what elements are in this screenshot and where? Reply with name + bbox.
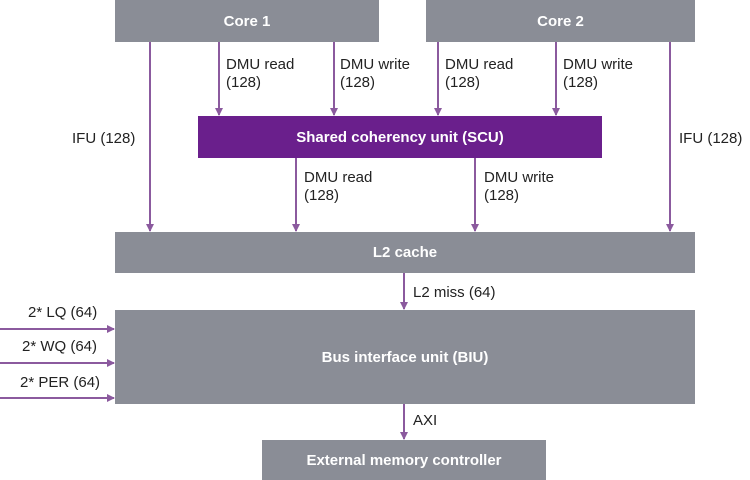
core2-read-label: DMU read(128) <box>445 56 514 91</box>
l2-cache-block: L2 cache <box>115 232 695 273</box>
ifu-left-label: IFU (128) <box>72 130 136 147</box>
per-label: 2* PER (64) <box>20 374 101 391</box>
core2-label: Core 2 <box>537 12 584 30</box>
core2-write-label: DMU write(128) <box>563 56 633 91</box>
biu-block: Bus interface unit (BIU) <box>115 310 695 404</box>
biu-label: Bus interface unit (BIU) <box>321 348 489 366</box>
lq-label: 2* LQ (64) <box>28 304 98 321</box>
l2-cache-label: L2 cache <box>372 244 438 261</box>
core1-block: Core 1 <box>115 0 379 42</box>
ifu-right-label: IFU (128) <box>679 130 743 147</box>
scu-read-label: DMU read(128) <box>304 169 373 204</box>
core1-read-label: DMU read(128) <box>226 56 295 91</box>
scu-write-label: DMU write(128) <box>484 169 554 204</box>
scu-block: Shared coherency unit (SCU) <box>198 116 602 158</box>
axi-label: AXI <box>413 412 438 429</box>
emc-label: External memory controller <box>306 451 502 469</box>
core1-write-label: DMU write(128) <box>340 56 410 91</box>
wq-label: 2* WQ (64) <box>22 338 98 355</box>
core2-block: Core 2 <box>426 0 695 42</box>
emc-block: External memory controller <box>262 440 546 480</box>
scu-label: Shared coherency unit (SCU) <box>296 128 504 146</box>
l2-miss-label: L2 miss (64) <box>413 284 496 301</box>
core1-label: Core 1 <box>223 12 271 30</box>
